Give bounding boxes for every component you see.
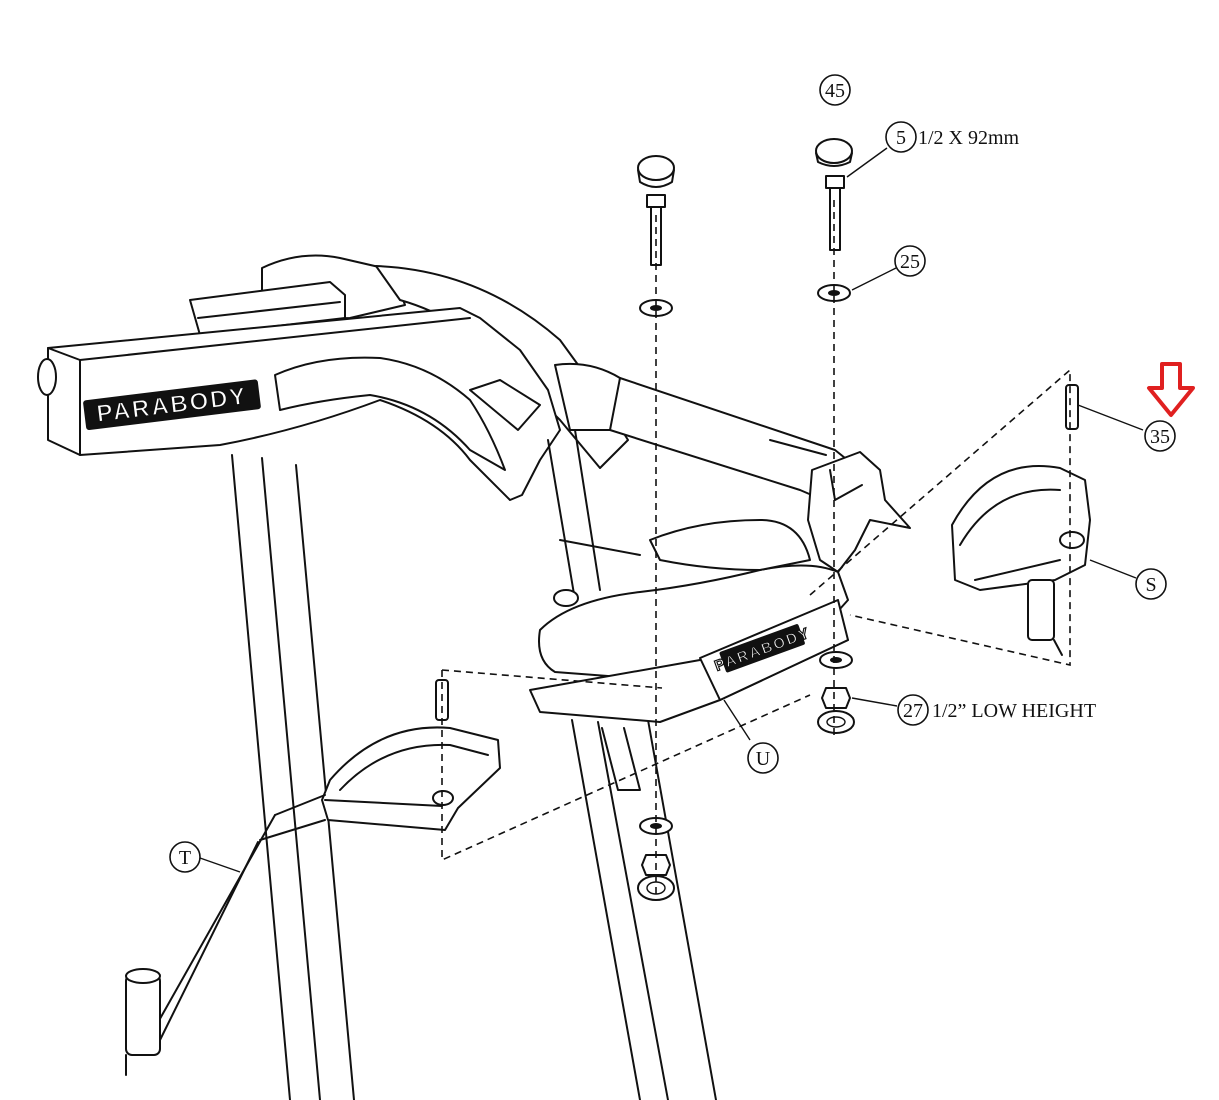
upper-frame-arm xyxy=(37,254,629,501)
callout-5: 5 1/2 X 92mm xyxy=(885,121,1020,153)
part-s-handle xyxy=(951,384,1091,656)
callout-35: 35 xyxy=(1144,420,1176,452)
callout-s: S xyxy=(1135,568,1167,600)
callout-45-label: 45 xyxy=(825,80,845,102)
callout-s-label: S xyxy=(1145,574,1156,596)
callout-u: U xyxy=(747,742,779,774)
inner-post xyxy=(547,429,641,607)
callout-35-label: 35 xyxy=(1150,426,1170,448)
leader-lines xyxy=(199,147,1144,873)
bolt-spec-note: 1/2 X 92mm xyxy=(918,127,1020,149)
callout-25: 25 xyxy=(894,245,926,277)
assembly-guide-lines xyxy=(441,200,1071,900)
callout-5-label: 5 xyxy=(896,127,906,149)
callout-45: 45 xyxy=(819,74,851,106)
callout-25-label: 25 xyxy=(900,251,920,273)
callout-t: T xyxy=(169,841,201,873)
callout-u-label: U xyxy=(756,748,771,770)
main-frame-post xyxy=(231,454,355,1100)
callout-27-label: 27 xyxy=(903,700,923,722)
callout-27: 27 1/2” LOW HEIGHT xyxy=(897,694,1096,726)
part-t-handle xyxy=(125,679,501,1076)
center-column xyxy=(571,719,717,1100)
right-hardware-stack xyxy=(815,138,855,734)
left-hardware-stack xyxy=(637,155,675,901)
callout-t-label: T xyxy=(179,847,191,869)
highlight-down-arrow-icon xyxy=(1147,362,1195,417)
nut-spec-note: 1/2” LOW HEIGHT xyxy=(932,700,1096,722)
part-u-plate: PARABODY xyxy=(529,519,849,723)
